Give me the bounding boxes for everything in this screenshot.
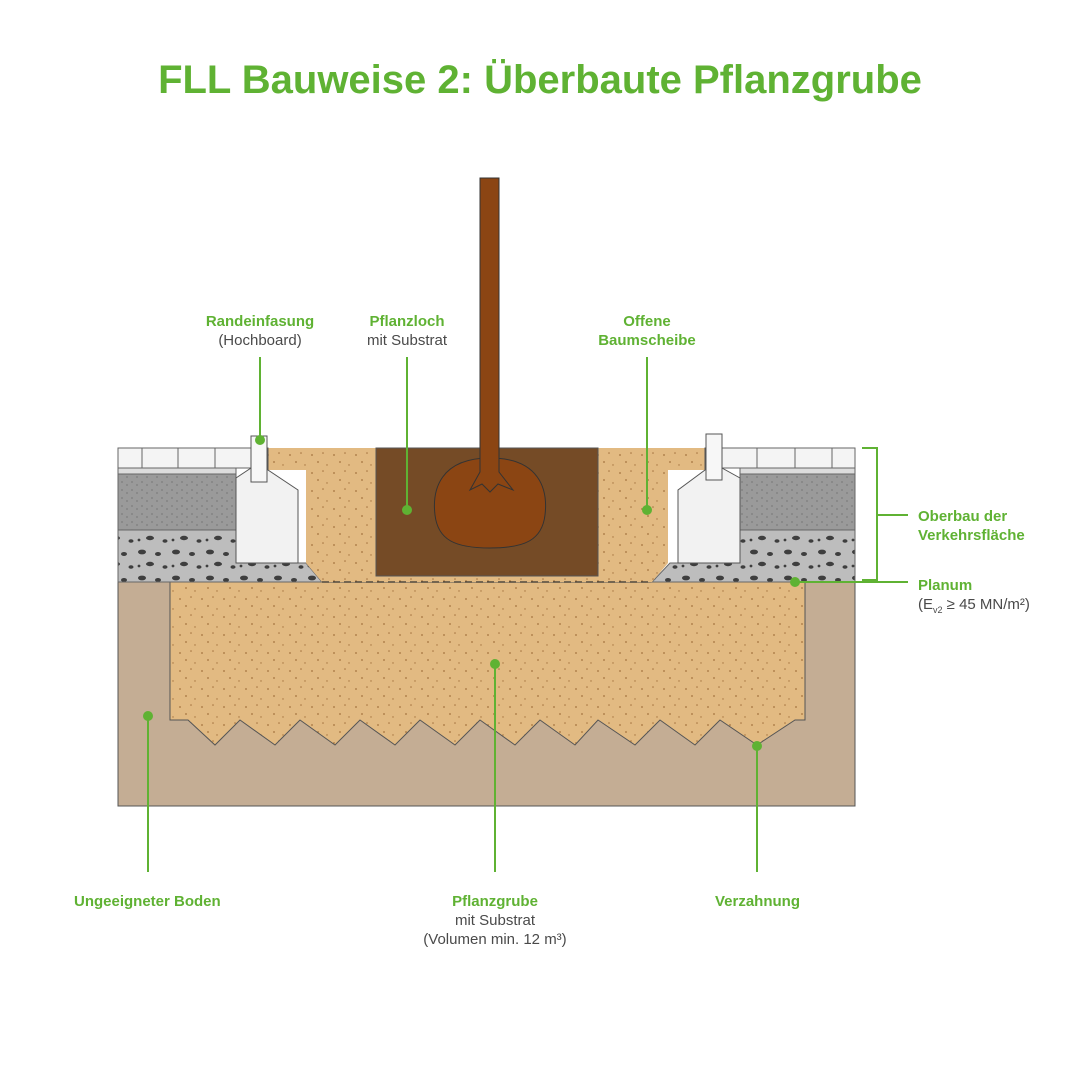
root-ball [433, 457, 547, 549]
label-oberbau: Oberbau der Verkehrsfläche [918, 508, 1025, 544]
label-planum: Planum (Ev2 ≥ 45 MN/m²) [918, 577, 1030, 615]
base-course-right [739, 473, 856, 531]
label-pflanzloch: Pflanzloch mit Substrat [366, 313, 448, 349]
base-course-left [117, 473, 237, 531]
label-baumscheibe: Offene Baumscheibe [598, 313, 696, 349]
diagram-title: FLL Bauweise 2: Überbaute Pflanzgrube [158, 58, 922, 102]
planting-pit [169, 581, 806, 746]
label-verzahnung: Verzahnung [714, 893, 800, 910]
curb-right [677, 447, 741, 564]
label-randeinfassung: Randeinfasung (Hochboard) [205, 313, 315, 349]
paving-right [719, 447, 856, 469]
label-pflanzgrube: Pflanzgrube mit Substrat (Volumen min. 1… [423, 893, 567, 948]
paving-left [117, 447, 259, 469]
tree-trunk [468, 177, 515, 493]
label-ungeeigneter-boden: Ungeeigneter Boden [74, 893, 221, 910]
oberbau-bracket [862, 447, 908, 581]
